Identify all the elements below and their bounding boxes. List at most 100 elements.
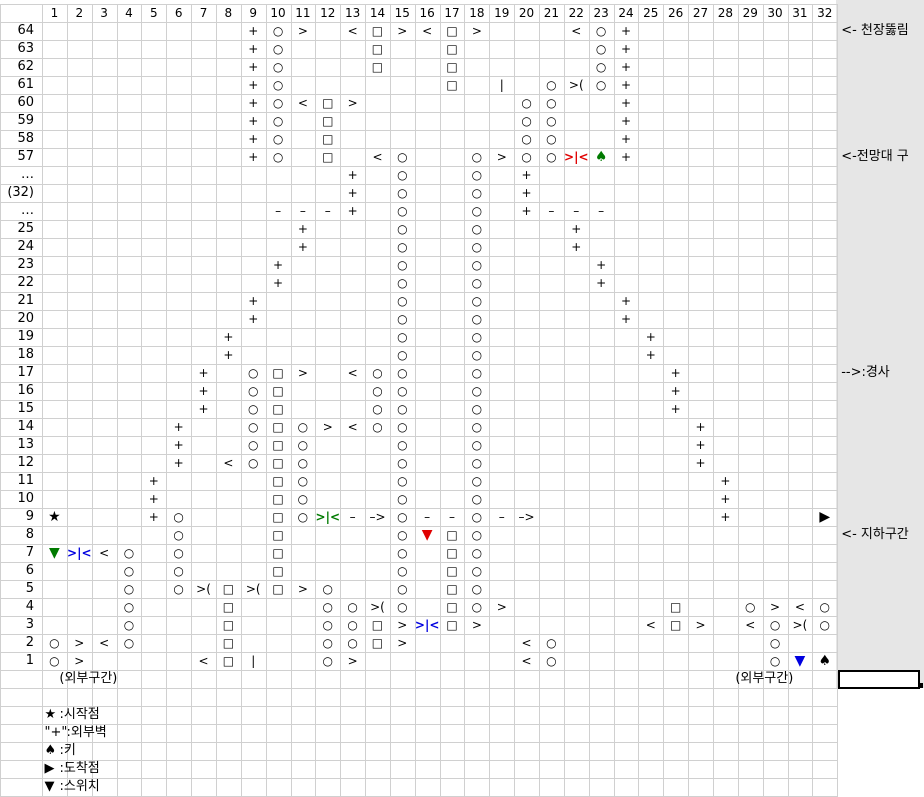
grid-cell[interactable]: □ — [222, 582, 235, 596]
grid-cell[interactable]: ○ — [471, 204, 483, 218]
grid-cell[interactable]: – — [598, 204, 605, 218]
grid-cell[interactable]: < — [645, 618, 656, 632]
grid-cell[interactable]: □ — [322, 132, 334, 146]
grid-cell[interactable]: ○ — [521, 96, 532, 110]
grid-cell[interactable]: ○ — [471, 150, 483, 164]
grid-cell[interactable]: + — [347, 186, 358, 200]
grid-cell[interactable]: ○ — [322, 618, 333, 632]
grid-cell[interactable]: □ — [272, 474, 284, 488]
grid-cell[interactable]: >( — [792, 618, 808, 632]
grid-cell[interactable]: > — [297, 582, 308, 596]
grid-cell[interactable]: + — [720, 510, 731, 524]
grid-cell[interactable]: ○ — [297, 456, 309, 470]
grid-cell[interactable]: ○ — [397, 258, 408, 272]
grid-cell[interactable]: ○ — [322, 636, 333, 650]
grid-cell[interactable]: ○ — [819, 618, 830, 632]
grid-cell[interactable]: ○ — [521, 150, 532, 164]
grid-cell[interactable]: >( — [245, 582, 261, 596]
grid-cell[interactable]: ○ — [397, 402, 408, 416]
grid-cell[interactable]: > — [74, 636, 85, 650]
grid-cell[interactable]: ○ — [372, 420, 383, 434]
grid-cell[interactable]: ○ — [247, 438, 259, 452]
grid-cell[interactable]: ○ — [521, 114, 532, 128]
grid-cell[interactable]: + — [571, 240, 582, 254]
grid-cell[interactable]: ○ — [769, 654, 781, 668]
grid-cell[interactable]: ♠ — [818, 653, 832, 669]
grid-cell[interactable]: ○ — [173, 510, 184, 524]
grid-cell[interactable]: ○ — [471, 222, 483, 236]
grid-cell[interactable]: ○ — [471, 186, 483, 200]
grid-cell[interactable]: ▼ — [49, 545, 60, 561]
grid-cell[interactable]: ○ — [397, 330, 408, 344]
grid-cell[interactable]: ○ — [471, 492, 483, 506]
grid-cell[interactable]: + — [620, 294, 631, 308]
grid-cell[interactable]: < — [99, 546, 110, 560]
grid-cell[interactable]: ○ — [297, 420, 309, 434]
grid-cell[interactable]: ○ — [272, 60, 284, 74]
grid-cell[interactable]: > — [471, 24, 482, 38]
grid-cell[interactable]: ○ — [397, 546, 408, 560]
grid-cell[interactable]: ○ — [397, 186, 408, 200]
grid-cell[interactable]: > — [496, 600, 507, 614]
grid-cell[interactable]: + — [347, 168, 358, 182]
grid-cell[interactable]: + — [620, 78, 631, 92]
grid-cell[interactable]: ○ — [471, 258, 483, 272]
grid-cell[interactable]: ○ — [397, 312, 408, 326]
grid-cell[interactable]: + — [248, 132, 259, 146]
grid-cell[interactable]: > — [397, 618, 408, 632]
grid-cell[interactable]: + — [670, 384, 681, 398]
grid-cell[interactable]: ○ — [297, 474, 309, 488]
grid-cell[interactable]: ○ — [471, 384, 483, 398]
grid-cell[interactable]: + — [173, 456, 184, 470]
grid-cell[interactable]: □ — [272, 456, 284, 470]
grid-cell[interactable]: ○ — [173, 528, 184, 542]
grid-cell[interactable]: ○ — [397, 456, 408, 470]
grid-cell[interactable]: ○ — [297, 510, 309, 524]
grid-cell[interactable]: ○ — [397, 222, 408, 236]
grid-cell[interactable]: ○ — [173, 546, 184, 560]
grid-cell[interactable]: + — [695, 438, 706, 452]
grid-cell[interactable]: + — [620, 42, 631, 56]
grid-cell[interactable]: >( — [370, 600, 385, 614]
grid-cell[interactable]: < — [521, 636, 532, 650]
grid-cell[interactable]: ○ — [471, 276, 483, 290]
grid-cell[interactable]: ○ — [272, 96, 284, 110]
grid-cell[interactable]: ○ — [247, 384, 259, 398]
grid-cell[interactable]: + — [620, 132, 631, 146]
grid-cell[interactable]: ○ — [471, 240, 483, 254]
grid-cell[interactable]: ○ — [322, 600, 333, 614]
grid-cell[interactable]: + — [248, 60, 259, 74]
grid-cell[interactable]: + — [521, 168, 532, 182]
grid-cell[interactable]: + — [620, 312, 631, 326]
grid-cell[interactable]: ○ — [397, 204, 408, 218]
grid-cell[interactable]: >|< — [414, 618, 440, 632]
grid-cell[interactable]: + — [248, 24, 259, 38]
grid-cell[interactable]: ○ — [546, 150, 557, 164]
grid-cell[interactable]: □ — [371, 24, 384, 38]
grid-cell[interactable]: ○ — [272, 78, 284, 92]
grid-cell[interactable]: ○ — [397, 420, 408, 434]
grid-cell[interactable]: □ — [322, 150, 334, 164]
grid-cell[interactable]: ○ — [471, 420, 483, 434]
grid-cell[interactable]: + — [720, 474, 731, 488]
grid-cell[interactable]: ○ — [595, 24, 607, 38]
grid-cell[interactable]: □ — [670, 618, 682, 632]
grid-cell[interactable]: + — [620, 150, 631, 164]
grid-cell[interactable]: ○ — [397, 474, 408, 488]
grid-cell[interactable]: ○ — [521, 132, 532, 146]
grid-cell[interactable]: □ — [272, 492, 284, 506]
grid-cell[interactable]: + — [198, 402, 209, 416]
grid-cell[interactable]: + — [248, 150, 259, 164]
grid-cell[interactable]: > — [297, 366, 308, 380]
grid-cell[interactable]: – — [424, 510, 431, 524]
grid-cell[interactable]: + — [248, 42, 259, 56]
grid-cell[interactable]: □ — [272, 546, 284, 560]
grid-cell[interactable]: + — [620, 60, 631, 74]
grid-cell[interactable]: ○ — [247, 366, 259, 380]
grid-cell[interactable]: □ — [446, 600, 458, 614]
grid-cell[interactable]: ○ — [546, 654, 557, 668]
grid-cell[interactable]: + — [347, 204, 358, 218]
grid-cell[interactable]: □ — [371, 60, 384, 74]
grid-cell[interactable]: ○ — [247, 456, 259, 470]
grid-cell[interactable]: | — [251, 654, 256, 668]
